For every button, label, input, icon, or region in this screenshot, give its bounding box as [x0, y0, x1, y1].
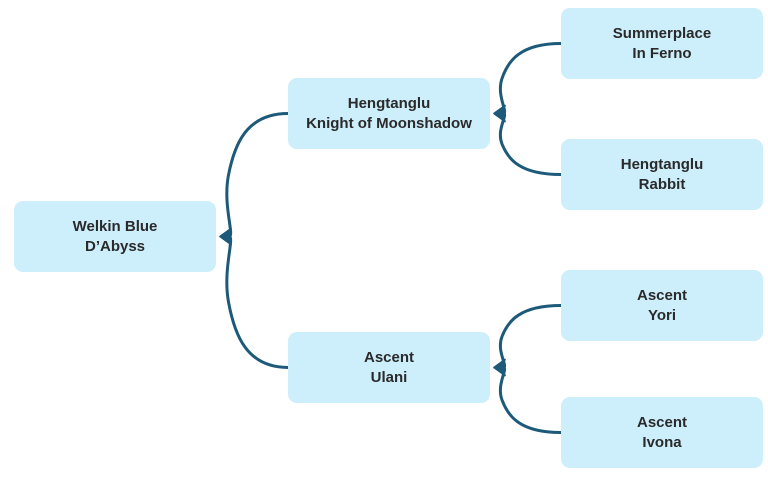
connector-line — [498, 366, 563, 434]
node-grandparent-a2[interactable]: Hengtanglu Rabbit — [561, 139, 763, 210]
connector-line — [225, 112, 290, 238]
node-grandparent-a2-line2: Rabbit — [638, 175, 686, 193]
connector-line — [498, 304, 563, 369]
arrowhead-icon — [493, 104, 506, 123]
node-root[interactable]: Welkin Blue D’Abyss — [14, 201, 216, 272]
connector-line — [225, 235, 290, 369]
node-grandparent-a1[interactable]: Summerplace In Ferno — [561, 8, 763, 79]
node-parent-a-line1: Hengtanglu — [347, 94, 431, 112]
connector-line — [498, 42, 563, 115]
connector-line — [498, 112, 563, 176]
node-grandparent-b2[interactable]: Ascent Ivona — [561, 397, 763, 468]
node-grandparent-a1-line2: In Ferno — [632, 44, 692, 62]
node-grandparent-b2-line2: Ivona — [642, 433, 682, 451]
node-parent-b-line2: Ulani — [370, 368, 408, 386]
node-parent-a[interactable]: Hengtanglu Knight of Moonshadow — [288, 78, 490, 149]
node-root-line2: D’Abyss — [84, 237, 146, 255]
node-parent-b-line1: Ascent — [363, 348, 415, 366]
node-parent-b[interactable]: Ascent Ulani — [288, 332, 490, 403]
node-grandparent-b1[interactable]: Ascent Yori — [561, 270, 763, 341]
node-grandparent-b1-line2: Yori — [647, 306, 677, 324]
arrowhead-icon — [219, 227, 232, 246]
node-parent-a-line2: Knight of Moonshadow — [306, 114, 472, 132]
node-grandparent-b1-line1: Ascent — [636, 286, 688, 304]
node-grandparent-b2-line1: Ascent — [636, 413, 688, 431]
node-grandparent-a1-line1: Summerplace — [612, 24, 712, 42]
arrowhead-icon — [493, 358, 506, 377]
node-grandparent-a2-line1: Hengtanglu — [620, 155, 704, 173]
node-root-line1: Welkin Blue — [72, 217, 158, 235]
